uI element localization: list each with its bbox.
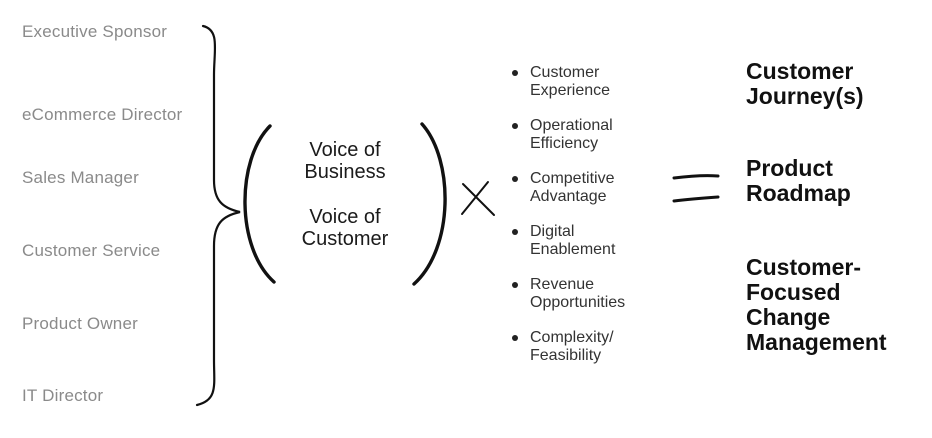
factor-digital-enablement: Digital Enablement: [512, 223, 680, 276]
bullet-icon: [512, 282, 518, 288]
outcome-customer-focused-change-management: Customer- Focused Change Management: [746, 254, 887, 355]
curly-brace-icon: [195, 24, 241, 407]
role-product-owner: Product Owner: [22, 314, 138, 333]
outcome-customer-journeys: Customer Journey(s): [746, 58, 864, 109]
voice-of-customer-line2: Customer: [301, 228, 389, 250]
factor-competitive-advantage: Competitive Advantage: [512, 170, 680, 223]
right-parenthesis-icon: [412, 122, 447, 286]
role-ecommerce-director: eCommerce Director: [22, 105, 183, 124]
bullet-icon: [512, 176, 518, 182]
bullet-icon: [512, 123, 518, 129]
bullet-icon: [512, 229, 518, 235]
bullet-icon: [512, 335, 518, 341]
voice-of-business-line2: Business: [304, 161, 386, 183]
factor-customer-experience: Customer Experience: [512, 64, 680, 117]
voice-of-business-line1: Voice of: [309, 139, 381, 161]
factor-operational-efficiency: Operational Efficiency: [512, 117, 680, 170]
role-sales-manager: Sales Manager: [22, 168, 139, 187]
voice-of-business: Voice of Business: [280, 139, 410, 183]
factor-list: Customer Experience Operational Efficien…: [512, 64, 680, 382]
voice-of-customer: Voice of Customer: [280, 206, 410, 250]
equals-icon: [672, 174, 720, 203]
role-executive-sponsor: Executive Sponsor: [22, 22, 168, 41]
left-parenthesis-icon: [243, 124, 276, 284]
role-it-director: IT Director: [22, 386, 104, 405]
factor-complexity-feasibility: Complexity/ Feasibility: [512, 329, 680, 382]
outcome-product-roadmap: Product Roadmap: [746, 155, 851, 206]
voice-of-customer-line1: Voice of: [309, 206, 381, 228]
factor-revenue-opportunities: Revenue Opportunities: [512, 276, 680, 329]
multiply-icon: [461, 181, 495, 216]
role-customer-service: Customer Service: [22, 241, 161, 260]
bullet-icon: [512, 70, 518, 76]
